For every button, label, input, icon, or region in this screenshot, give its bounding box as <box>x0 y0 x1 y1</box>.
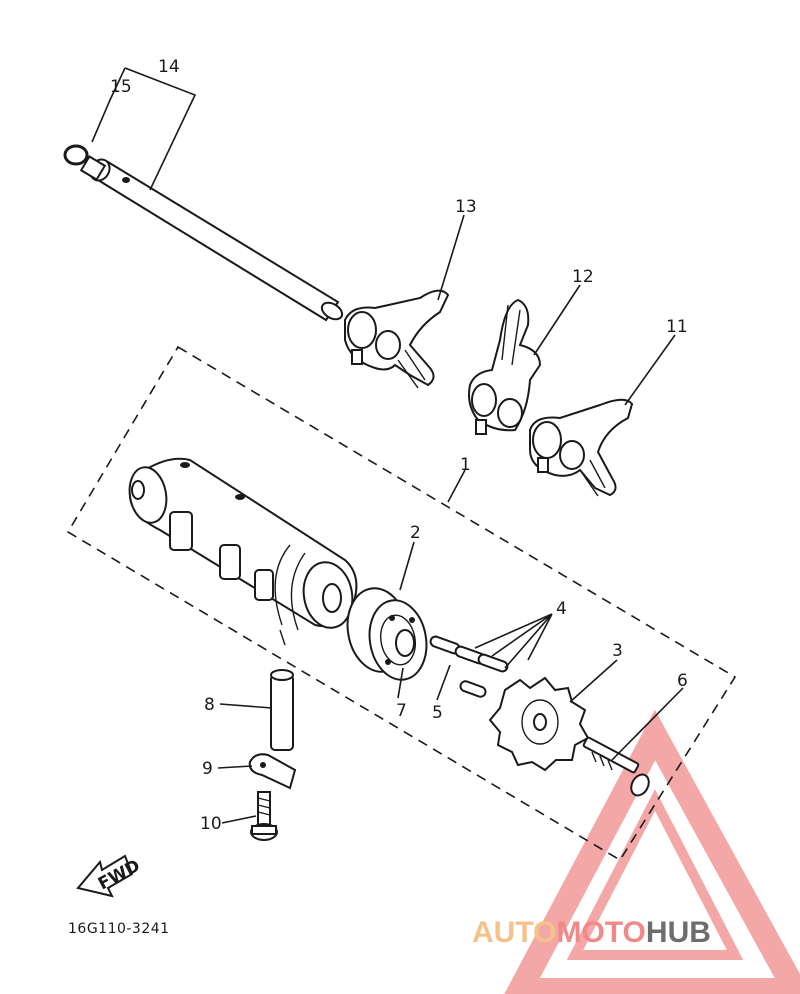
screw <box>582 736 650 797</box>
part-label-2: 2 <box>410 523 421 543</box>
part-label-4: 4 <box>556 599 567 619</box>
shift-fork-12 <box>468 298 542 435</box>
part-label-6: 6 <box>677 671 688 691</box>
part-label-3: 3 <box>612 641 623 661</box>
watermark-moto: MOTO <box>556 916 645 949</box>
part-label-13: 13 <box>455 197 477 217</box>
bearing <box>346 587 428 681</box>
assembly-boundary <box>66 345 737 862</box>
shift-drum <box>128 457 358 646</box>
part-labels: 14 15 13 12 11 1 2 4 3 6 7 5 8 9 10 <box>110 57 688 834</box>
part-label-12: 12 <box>572 267 594 287</box>
part-label-14: 14 <box>158 57 180 77</box>
leader-lines <box>91 67 684 824</box>
pins <box>429 635 509 698</box>
watermark-auto: AUTO <box>472 916 556 949</box>
part-label-5: 5 <box>432 703 443 723</box>
watermark-triangle <box>504 709 800 994</box>
stopper-plate <box>248 753 297 790</box>
drawing-code: 16G110-3241 <box>68 921 170 937</box>
part-label-10: 10 <box>200 814 222 834</box>
shift-fork-shaft <box>79 155 344 322</box>
shift-fork-11 <box>529 398 634 497</box>
part-label-8: 8 <box>204 695 215 715</box>
part-label-7: 7 <box>396 701 407 721</box>
watermark-logo: AUTOMOTOHUB <box>472 916 711 949</box>
guide-pin <box>270 669 294 751</box>
bolt <box>250 791 278 841</box>
part-label-9: 9 <box>202 759 213 779</box>
watermark-hub: HUB <box>646 916 711 949</box>
part-label-15: 15 <box>110 77 132 97</box>
svg-text:AUTOMOTOHUB: AUTOMOTOHUB <box>472 916 711 949</box>
shift-fork-13 <box>344 289 450 389</box>
forward-arrow: FWD <box>76 854 144 898</box>
part-label-1: 1 <box>460 455 471 475</box>
part-label-11: 11 <box>666 317 688 337</box>
shift-cam-segment <box>488 676 590 772</box>
circlip <box>63 144 89 166</box>
